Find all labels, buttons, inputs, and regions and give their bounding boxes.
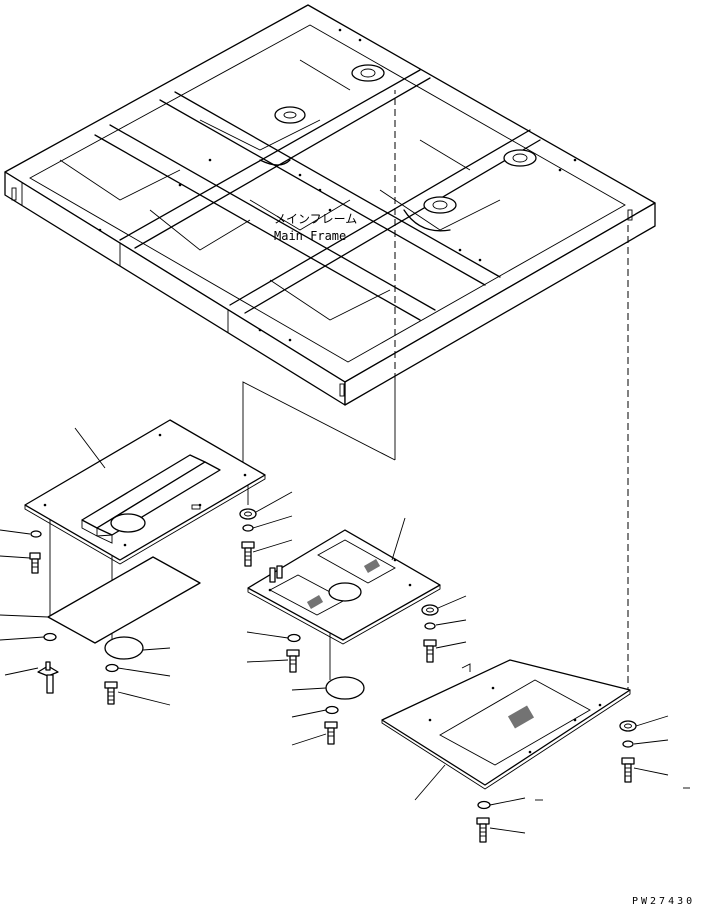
left-lower-sheet: [47, 556, 201, 644]
leader-lines: [0, 427, 690, 834]
fastener-hardware: [29, 508, 637, 843]
left-round-cover: [104, 636, 144, 660]
right-cover-plate: [381, 659, 631, 790]
drawing-code: PW27430: [632, 896, 695, 907]
main-frame-label-en: Main Frame: [274, 229, 346, 243]
middle-cover-plate: [247, 529, 441, 645]
middle-round-cover: [325, 676, 365, 700]
main-frame-label-jp: メインフレーム: [274, 212, 357, 226]
main-frame: [4, 4, 656, 406]
left-cover-plate: [24, 419, 266, 565]
